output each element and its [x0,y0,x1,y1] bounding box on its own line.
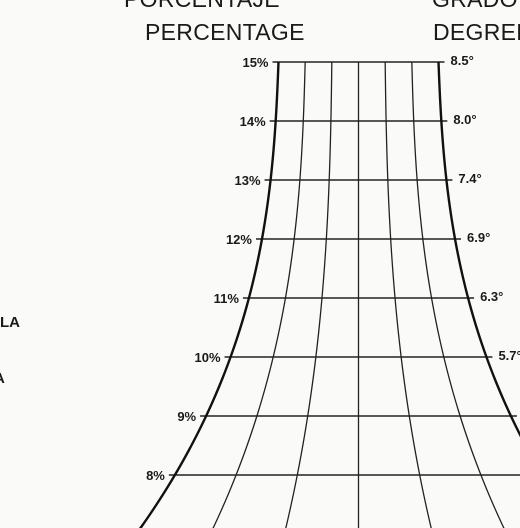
grid-vertical-line [212,61,306,528]
side-text-fragment: LA [0,314,20,331]
grid-vertical-line [285,61,333,528]
degree-label: 6.3° [480,289,503,304]
degree-spanish-header: GRADO [432,0,518,11]
degree-label: 7.4° [458,171,481,186]
percentage-header: PERCENTAGE [145,19,305,45]
percent-label: 15% [242,55,268,70]
percent-label: 12% [226,232,252,247]
gauge-edges [139,61,520,528]
percent-label: 14% [240,114,266,129]
degree-header: DEGREE [433,19,520,45]
degree-label: 8.0° [453,112,476,127]
gauge-grid [168,61,520,528]
side-text-fragment: A [0,370,5,387]
degree-label: 5.7° [498,348,520,363]
percent-label: 10% [195,350,221,365]
percent-label: 13% [235,173,261,188]
percent-label: 11% [214,291,240,306]
degree-label: 6.9° [467,230,490,245]
grid-vertical-line [384,61,432,528]
gauge-right-edge [437,61,520,438]
gauge-labels: 15% 8.5° 14% 8.0° 13% 7.4° 12% 6.9° 11% 6.3° 10% 5.… [146,53,520,483]
percent-label: 8% [146,468,165,483]
degree-label: 8.5° [451,53,474,68]
gauge-left-edge [139,61,280,528]
grid-vertical-line [411,61,505,528]
percentage-spanish-header: PORCENTAJE [124,0,280,11]
percent-label: 9% [177,409,196,424]
